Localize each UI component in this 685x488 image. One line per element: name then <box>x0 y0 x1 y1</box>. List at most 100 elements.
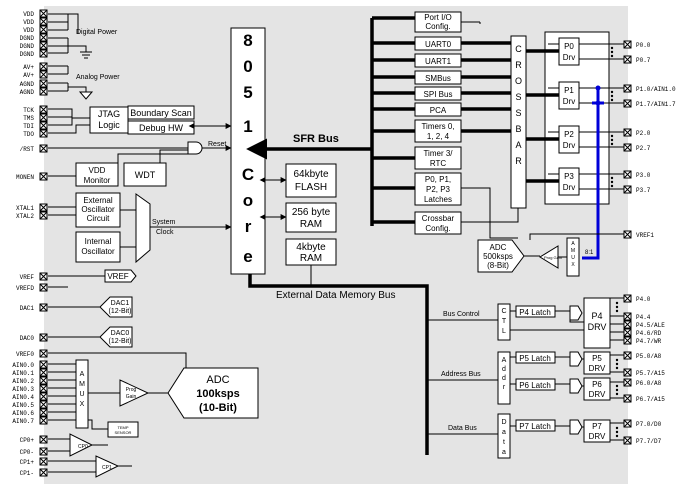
svg-text:M: M <box>79 381 85 388</box>
svg-text:WDT: WDT <box>135 170 156 180</box>
svg-text:XTAL2: XTAL2 <box>16 213 34 220</box>
svg-text:DAC0: DAC0 <box>20 335 35 342</box>
svg-text:ADC: ADC <box>490 243 507 252</box>
pin-cp0-plus: CP0+ <box>20 435 48 444</box>
svg-text:P4.4: P4.4 <box>636 314 651 321</box>
pin-tdi: TDI <box>23 121 48 130</box>
reset-label: Reset <box>208 141 226 148</box>
svg-text:A: A <box>80 371 85 378</box>
svg-text:(10-Bit): (10-Bit) <box>199 402 237 414</box>
pin-agnd-1: AGND <box>20 79 48 88</box>
memory-ram-256: 256 byte RAM <box>285 202 337 233</box>
svg-text:VREF: VREF <box>20 274 35 281</box>
svg-text:P4.7/WR: P4.7/WR <box>636 338 662 345</box>
svg-text:P1.7/AIN1.7: P1.7/AIN1.7 <box>636 101 676 108</box>
svg-text:JTAG: JTAG <box>98 109 120 119</box>
pin-vref1: VREF1 <box>623 230 654 239</box>
svg-text:P0.0: P0.0 <box>636 42 651 49</box>
svg-text:P2.0: P2.0 <box>636 130 651 137</box>
svg-text:P7.0/D0: P7.0/D0 <box>636 421 662 428</box>
pin-p6-0: P6.0/A8 <box>623 378 662 387</box>
svg-text:Internal: Internal <box>85 237 112 246</box>
svg-text:8:1: 8:1 <box>585 250 594 256</box>
peripheral-boxes: Port I/O Config. UART0 UART1 SMBus SPI B… <box>414 11 462 235</box>
sfr-taps <box>372 16 415 224</box>
svg-text:P6: P6 <box>592 380 602 389</box>
svg-text:C: C <box>515 44 522 54</box>
svg-text:64kbyte: 64kbyte <box>293 169 328 180</box>
vref-dac: VREF DAC1 (12-Bit) DAC0 (12-Bit) <box>48 269 137 348</box>
svg-text:Config.: Config. <box>425 224 450 233</box>
svg-text:External: External <box>83 196 113 205</box>
svg-text:ADC: ADC <box>206 374 229 386</box>
pin-vref0: VREF0 <box>16 349 48 358</box>
svg-text:TDI: TDI <box>23 123 34 130</box>
svg-text:Oscillator: Oscillator <box>81 247 115 256</box>
svg-text:P5: P5 <box>592 354 602 363</box>
pin-dgnd-1: DGND <box>20 33 48 42</box>
svg-text:O: O <box>515 76 522 86</box>
svg-text:S: S <box>515 108 521 118</box>
core-label-line3: 5 <box>243 83 252 102</box>
svg-text:A: A <box>571 241 575 247</box>
pin-dgnd-3: DGND <box>20 49 48 58</box>
svg-text:P0: P0 <box>564 42 574 51</box>
svg-text:DAC1: DAC1 <box>111 300 130 307</box>
svg-text:Latches: Latches <box>424 195 452 204</box>
svg-text:4kbyte: 4kbyte <box>296 242 326 253</box>
power-nets: Digital Power Analog Power <box>48 13 120 100</box>
svg-text:P7.7/D7: P7.7/D7 <box>636 438 662 445</box>
svg-text:FLASH: FLASH <box>295 182 327 193</box>
svg-text:L: L <box>502 328 506 335</box>
monitor-wdt: VDD Monitor WDT <box>48 162 167 187</box>
svg-text:UART1: UART1 <box>425 57 452 66</box>
pin-ain0-0: AIN0.0 <box>12 360 48 369</box>
svg-text:B: B <box>515 124 521 134</box>
pin-p1-7: P1.7/AIN1.7 <box>623 99 676 108</box>
svg-text:Monitor: Monitor <box>84 176 111 185</box>
svg-text:RAM: RAM <box>300 253 322 264</box>
pin-rst: /RST <box>20 144 48 153</box>
svg-text:P2, P3: P2, P3 <box>426 185 451 194</box>
svg-text:Gain: Gain <box>126 394 137 400</box>
svg-text:CP0-: CP0- <box>20 449 34 456</box>
svg-text:RAM: RAM <box>300 219 322 230</box>
pin-tck: TCK <box>23 105 48 114</box>
pin-ain0-6: AIN0.6 <box>12 408 48 417</box>
svg-text:DGND: DGND <box>20 43 35 50</box>
svg-text:VDD: VDD <box>89 166 106 175</box>
svg-text:Prog Gain: Prog Gain <box>544 255 562 260</box>
core-label-line4: 1 <box>243 117 252 136</box>
pin-p1-0: P1.0/AIN1.0 <box>623 84 676 93</box>
svg-text:S: S <box>515 92 521 102</box>
svg-text:Crossbar: Crossbar <box>422 214 455 223</box>
svg-text:a: a <box>502 449 506 456</box>
svg-text:P0, P1,: P0, P1, <box>425 175 451 184</box>
svg-text:Drv: Drv <box>563 97 575 106</box>
sfr-bus-label: SFR Bus <box>293 133 339 145</box>
port-drivers: P0 Drv P1 Drv P2 Drv P3 Drv <box>558 37 580 196</box>
pin-p5-0: P5.0/A8 <box>623 351 662 360</box>
system-clock-label: System <box>152 219 176 226</box>
crossbar: C R O S S B A R <box>510 35 527 209</box>
svg-text:AIN0.4: AIN0.4 <box>12 394 34 401</box>
svg-text:256 byte: 256 byte <box>292 207 331 218</box>
oscillators: External Oscillator Circuit Internal Osc… <box>48 192 232 264</box>
svg-text:VDD: VDD <box>23 27 34 34</box>
pin-p3-7: P3.7 <box>623 185 651 194</box>
svg-text:t: t <box>503 439 505 446</box>
svg-text:P7 Latch: P7 Latch <box>519 422 551 431</box>
svg-text:AGND: AGND <box>20 89 35 96</box>
svg-text:CP0+: CP0+ <box>20 437 35 444</box>
pin-p2-7: P2.7 <box>623 143 651 152</box>
svg-text:SMBus: SMBus <box>425 74 451 83</box>
svg-text:P5.7/A15: P5.7/A15 <box>636 370 665 377</box>
pin-p6-7: P6.7/A15 <box>623 394 665 403</box>
svg-text:SENSOR: SENSOR <box>115 430 132 435</box>
svg-text:CP0: CP0 <box>78 444 88 450</box>
pin-tdo: TDO <box>23 129 48 138</box>
svg-text:AIN0.5: AIN0.5 <box>12 402 34 409</box>
pin-p5-7: P5.7/A15 <box>623 368 665 377</box>
svg-text:Oscillator: Oscillator <box>81 205 115 214</box>
